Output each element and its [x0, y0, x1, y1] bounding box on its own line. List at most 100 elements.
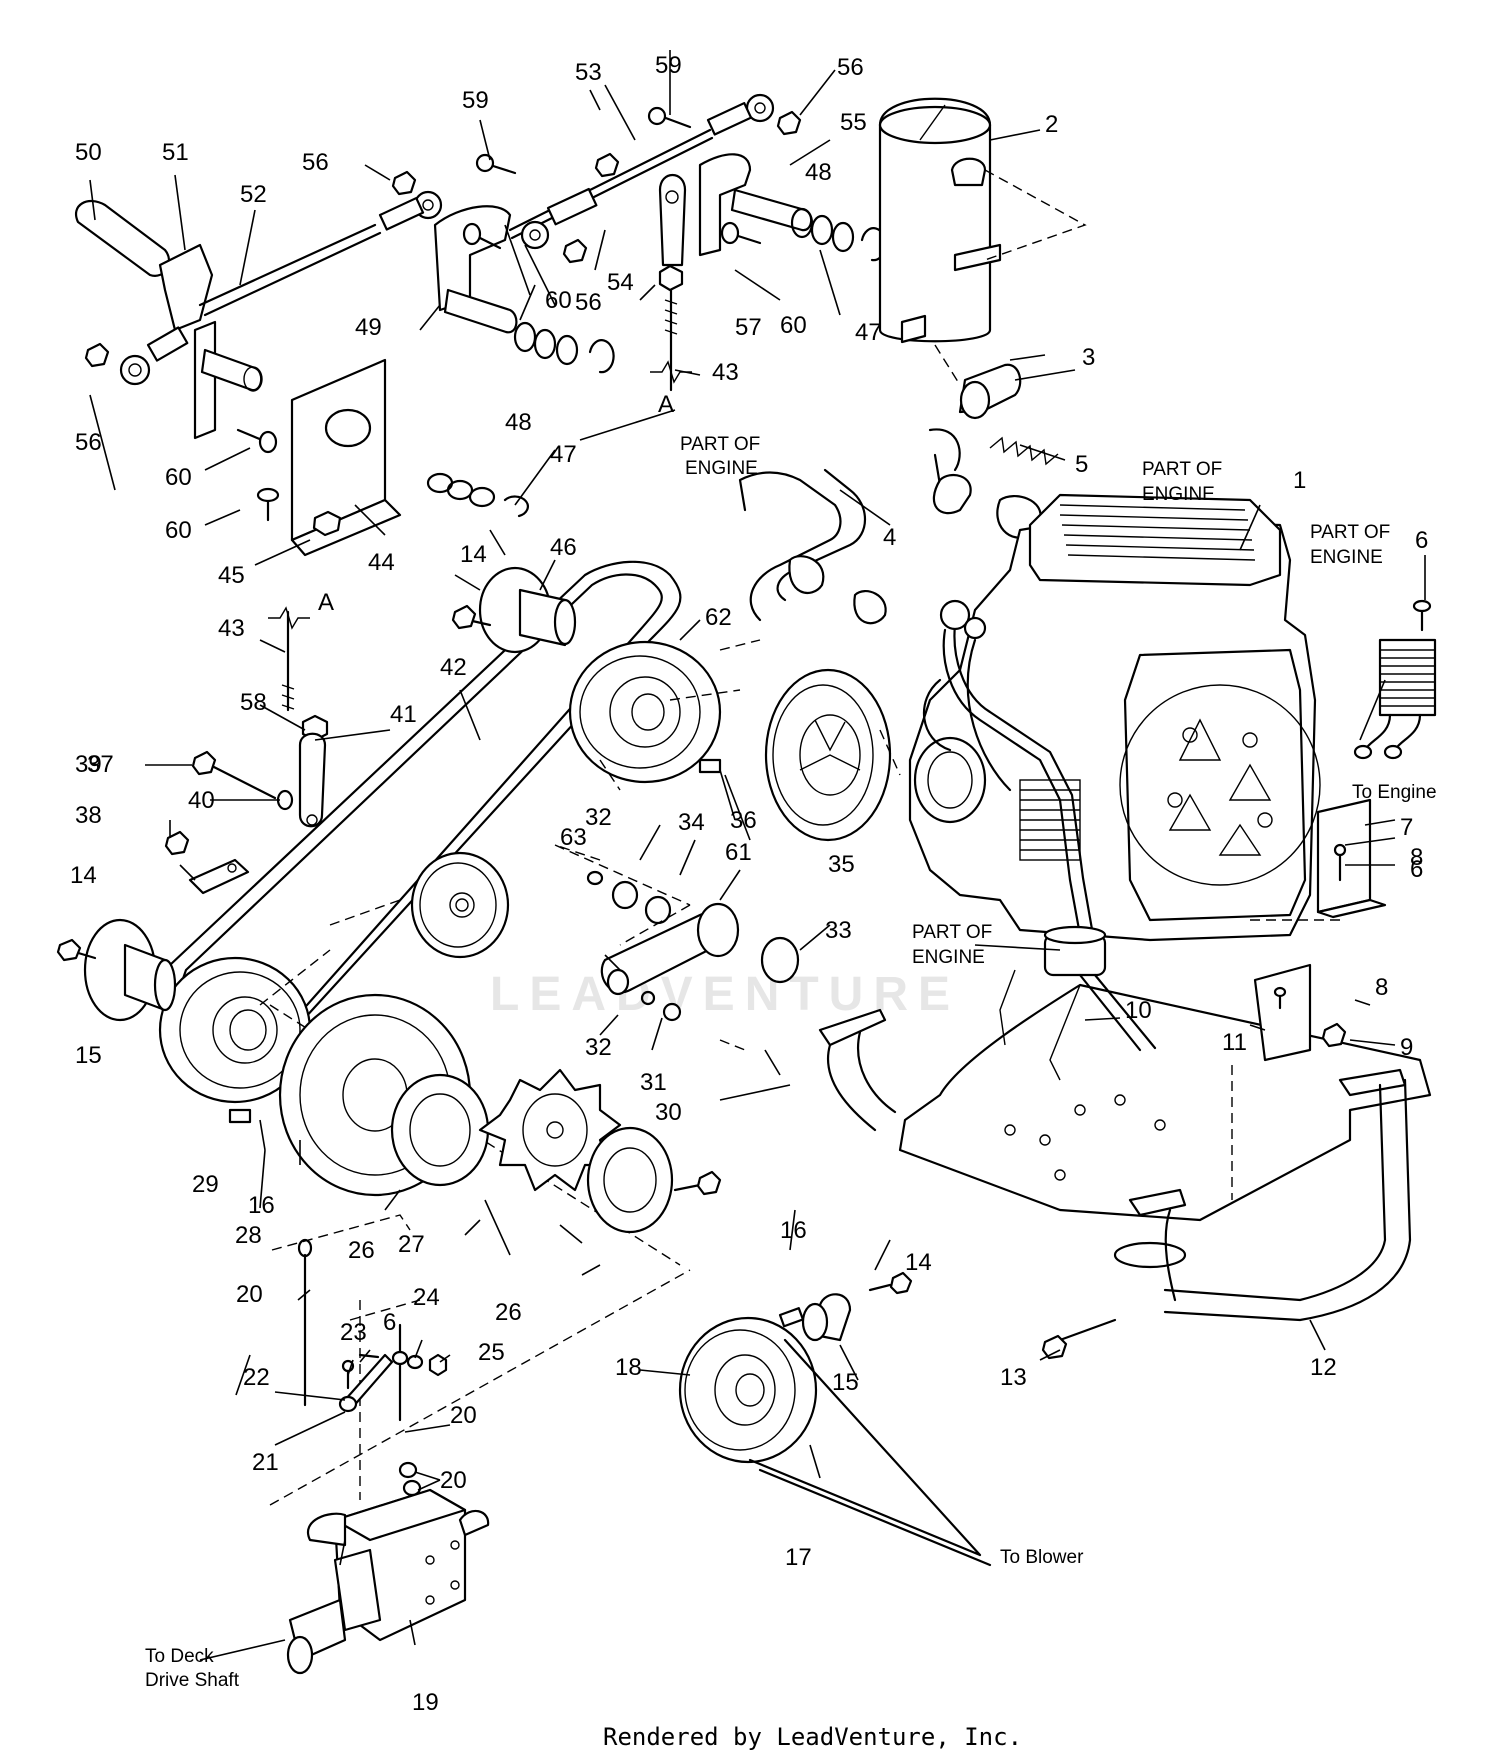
callout: 6: [383, 1309, 396, 1336]
callout: 19: [412, 1689, 439, 1716]
callout: 48: [505, 409, 532, 436]
washers: [426, 207, 887, 518]
callout: 13: [1000, 1364, 1027, 1391]
shift-rod: [198, 128, 714, 317]
engine-cable: [1078, 973, 1157, 1052]
callout: 11: [1222, 1029, 1247, 1056]
callout: 14: [905, 1249, 932, 1276]
callout: 25: [478, 1339, 505, 1366]
part-of-engine-label: PART OF: [1142, 459, 1222, 480]
callout: 16: [780, 1217, 807, 1244]
part-of-engine-label: ENGINE: [685, 458, 758, 479]
callout: 59: [655, 52, 682, 79]
exhaust-pipe: [738, 428, 1042, 625]
leader-lines: [89, 50, 1426, 1661]
blower-pulley: [678, 1271, 992, 1567]
exhaust-elbow: [958, 363, 1022, 420]
callout: 4: [883, 524, 896, 551]
callout: 33: [825, 917, 852, 944]
callout: 40: [188, 787, 215, 814]
callout: 43: [218, 615, 245, 642]
callout: 36: [730, 807, 757, 834]
callout: 38: [75, 802, 102, 829]
gearbox: [286, 1488, 490, 1675]
callout: 60: [165, 464, 192, 491]
callout: 21: [252, 1449, 279, 1476]
callout: 34: [678, 809, 705, 836]
callout: 63: [560, 824, 587, 851]
callout: 47: [855, 319, 882, 346]
adjuster-rod: [650, 174, 692, 392]
gearbox-linkage: [297, 1238, 448, 1497]
tensioner-parts: [164, 606, 722, 1124]
callout: 6: [1415, 527, 1428, 554]
callout: 6: [1410, 856, 1423, 883]
shift-handle: [75, 199, 214, 332]
to-deck-label: Drive Shaft: [145, 1670, 240, 1691]
callout: 45: [218, 562, 245, 589]
callout: 32: [585, 1034, 612, 1061]
callout: 48: [805, 159, 832, 186]
callout: 3: [1082, 344, 1095, 371]
to-deck-label: To Deck: [145, 1646, 214, 1667]
callout: 23: [340, 1319, 367, 1346]
callout: 30: [655, 1099, 682, 1126]
callout: 22: [243, 1364, 270, 1391]
part-of-engine-label: ENGINE: [1310, 547, 1383, 568]
callout: 32: [585, 804, 612, 831]
callout: 15: [832, 1369, 859, 1396]
callout: 56: [75, 429, 102, 456]
callout: 39: [75, 751, 102, 778]
shift-brackets: [193, 153, 752, 557]
callout: 24: [413, 1284, 440, 1311]
callout: 60: [165, 517, 192, 544]
callout: 53: [575, 59, 602, 86]
callout: 50: [75, 139, 102, 166]
callout: 5: [1075, 451, 1088, 478]
pulley-62: [568, 640, 722, 784]
callout: A: [658, 391, 674, 418]
callout: A: [318, 589, 334, 616]
pulley-35: [764, 668, 892, 842]
callout: 41: [390, 701, 417, 728]
muffler: [878, 97, 1087, 386]
callout: 20: [236, 1281, 263, 1308]
callout: 37: [87, 751, 114, 778]
callout: 26: [495, 1299, 522, 1326]
callout: 28: [235, 1222, 262, 1249]
callout: 57: [735, 314, 762, 341]
watermark: LEADVENTURE: [490, 968, 960, 1021]
callout: 60: [545, 287, 572, 314]
callout: 14: [70, 862, 97, 889]
footer-credit: Rendered by LeadVenture, Inc.: [603, 1723, 1022, 1751]
flange-26-rear: [586, 1126, 722, 1234]
callout: 16: [248, 1192, 275, 1219]
callout: 43: [712, 359, 739, 386]
part-of-engine-label: ENGINE: [912, 947, 985, 968]
callout: 8: [1410, 844, 1423, 871]
callout: 9: [1400, 1034, 1413, 1061]
callout: 56: [837, 54, 864, 81]
callout: 17: [785, 1544, 812, 1571]
callout: 59: [462, 87, 489, 114]
callout: 29: [192, 1171, 219, 1198]
cooler-bracket: [1316, 798, 1387, 919]
callout: 35: [828, 851, 855, 878]
engine-mount-bracket: [1253, 963, 1347, 1062]
callout-numbers: 1 2 3 4 5 6 6 6 7 8 8 9 10 11 12 13 14 1…: [70, 52, 1428, 1716]
callout: 26: [348, 1237, 375, 1264]
frame-bolt: [1041, 1318, 1117, 1360]
oil-cooler: [1353, 599, 1437, 760]
callout: 44: [368, 549, 395, 576]
to-engine-label: To Engine: [1352, 782, 1437, 803]
callout: 27: [398, 1231, 425, 1258]
callout: 47: [550, 441, 577, 468]
callout: 60: [780, 312, 807, 339]
callout: 8: [1375, 974, 1388, 1001]
engine: [908, 493, 1321, 977]
callout: 51: [162, 139, 189, 166]
callout: 12: [1310, 1354, 1337, 1381]
callout: 14: [460, 541, 487, 568]
part-of-engine-label: PART OF: [680, 434, 760, 455]
